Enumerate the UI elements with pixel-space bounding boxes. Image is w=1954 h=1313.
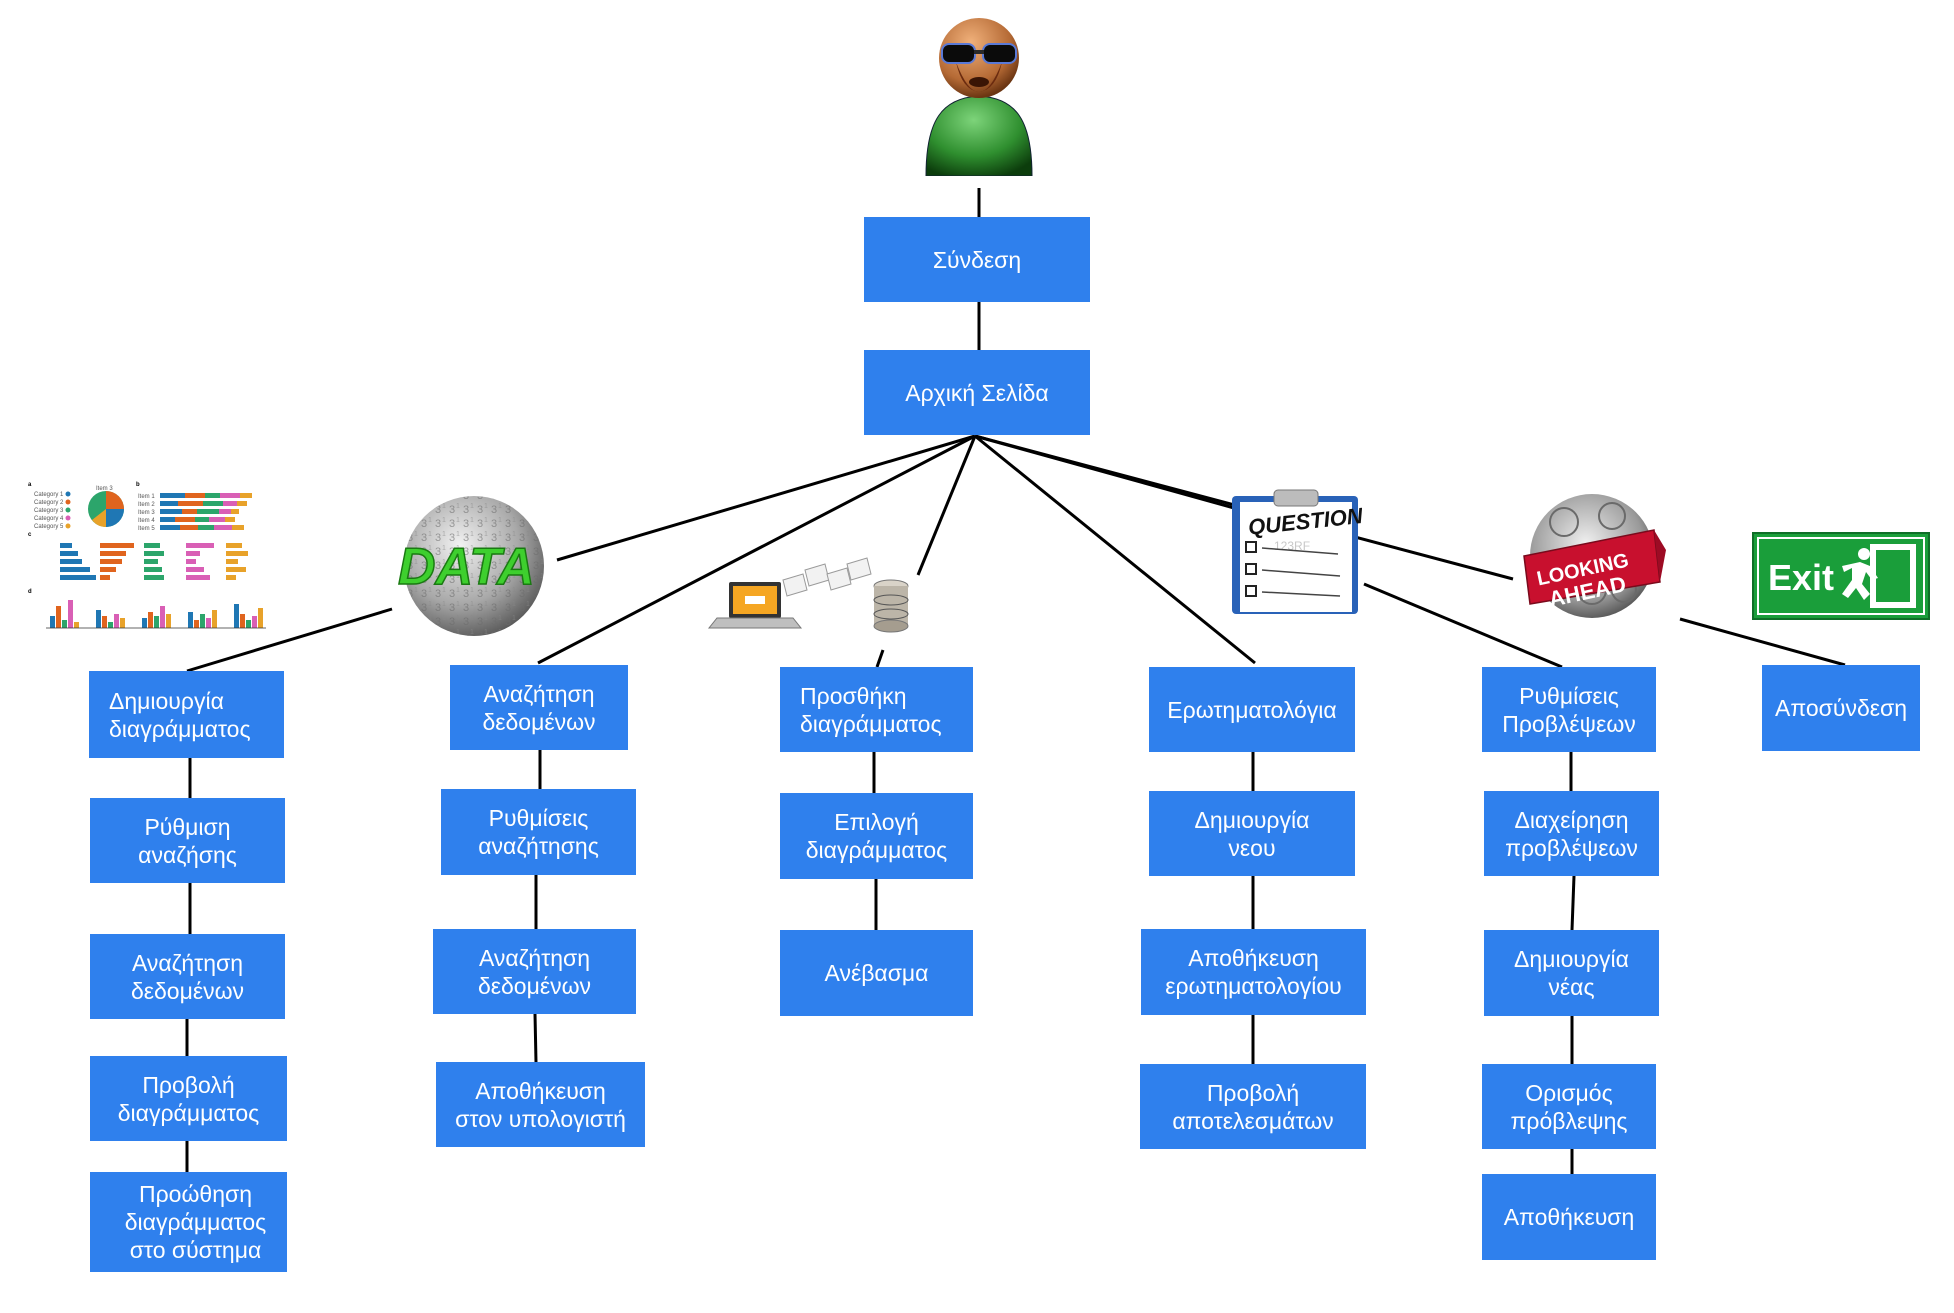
node-create-chart[interactable]: Δημιουργία διαγράμματος xyxy=(89,671,284,758)
charts-panel-c: c xyxy=(28,532,32,538)
charts-legend-2: Category 2 xyxy=(34,500,64,506)
node-logout[interactable]: Αποσύνδεση xyxy=(1762,665,1920,751)
charts-item-4: Item 4 xyxy=(138,518,155,524)
charts-icon: a b c d Item 3 Category 1 Category 2 Cat… xyxy=(28,482,266,629)
charts-panel-a: a xyxy=(28,482,32,488)
charts-pie-title: Item 3 xyxy=(96,486,113,492)
node-search-setup[interactable]: Ρύθμιση αναζήσης xyxy=(90,798,285,883)
node-save-prediction[interactable]: Αποθήκευση xyxy=(1482,1174,1656,1260)
node-data-search-head[interactable]: Αναζήτηση δεδομένων xyxy=(450,665,628,750)
edge-home-col4 xyxy=(974,434,1256,665)
user-avatar-icon xyxy=(925,18,1033,176)
node-define-prediction[interactable]: Ορισμός πρόβλεψης xyxy=(1482,1064,1656,1149)
questionnaire-clipboard-icon: QUESTION 123RF xyxy=(1232,489,1362,614)
node-add-chart[interactable]: Προσθήκη διαγράμματος xyxy=(780,667,973,752)
edge-question-col5 xyxy=(1363,582,1563,669)
edge-home-data xyxy=(556,434,976,562)
charts-legend-3: Category 3 xyxy=(34,508,64,514)
charts-panel-d: d xyxy=(28,589,32,595)
upload-files-icon xyxy=(707,557,909,633)
charts-item-5: Item 5 xyxy=(138,526,155,532)
node-view-chart[interactable]: Προβολή διαγράμματος xyxy=(90,1056,287,1141)
node-forward-chart[interactable]: Προώθηση διαγράμματος στο σύστημα xyxy=(90,1172,287,1272)
data-sphere-icon: 3 1 DATA xyxy=(397,496,544,636)
node-upload[interactable]: Ανέβασμα xyxy=(780,930,973,1016)
charts-item-2: Item 2 xyxy=(138,502,155,508)
node-login[interactable]: Σύνδεση xyxy=(864,217,1090,302)
charts-item-3: Item 3 xyxy=(138,510,155,516)
charts-legend-5: Category 5 xyxy=(34,524,64,530)
edge-home-col3 xyxy=(916,435,977,576)
edge-clocks-col6 xyxy=(1679,617,1846,667)
charts-legend-1: Category 1 xyxy=(34,492,64,498)
edge-upload-col3 xyxy=(875,649,885,668)
node-select-chart[interactable]: Επιλογή διαγράμματος xyxy=(780,793,973,879)
node-save-questionnaire[interactable]: Αποθήκευση ερωτηματολογίου xyxy=(1141,929,1366,1015)
node-data-search-1[interactable]: Αναζήτηση δεδομένων xyxy=(90,934,285,1019)
node-create-new[interactable]: Δημιουργία νεου xyxy=(1149,791,1355,876)
edge-data-col1 xyxy=(186,607,393,673)
charts-legend-4: Category 4 xyxy=(34,516,64,522)
node-create-new-prediction[interactable]: Δημιουργία νέας xyxy=(1484,930,1659,1016)
charts-panel-b: b xyxy=(136,482,140,488)
node-data-search-2[interactable]: Αναζήτηση δεδομένων xyxy=(433,929,636,1014)
edge-c5-2 xyxy=(1570,875,1576,931)
node-home[interactable]: Αρχική Σελίδα xyxy=(864,350,1090,435)
exit-sign-icon: Exit xyxy=(1752,532,1930,620)
edge-c2-3 xyxy=(533,1013,538,1063)
charts-item-1: Item 1 xyxy=(138,494,155,500)
node-view-results[interactable]: Προβολή αποτελεσμάτων xyxy=(1140,1064,1366,1149)
looking-ahead-clocks-icon: LOOKING AHEAD xyxy=(1523,494,1666,618)
node-save-to-computer[interactable]: Αποθήκευση στον υπολογιστή xyxy=(436,1062,645,1147)
edge-home-col2 xyxy=(537,434,976,665)
data-sphere-text: DATA xyxy=(398,538,535,596)
node-questionnaires[interactable]: Ερωτηματολόγια xyxy=(1149,667,1355,752)
exit-sign-text: Exit xyxy=(1768,557,1834,598)
node-manage-predictions[interactable]: Διαχείρηση προβλέψεων xyxy=(1484,791,1659,876)
node-prediction-settings[interactable]: Ρυθμίσεις Προβλέψεων xyxy=(1482,667,1656,752)
node-search-settings[interactable]: Ρυθμίσεις αναζήτησης xyxy=(441,789,636,875)
